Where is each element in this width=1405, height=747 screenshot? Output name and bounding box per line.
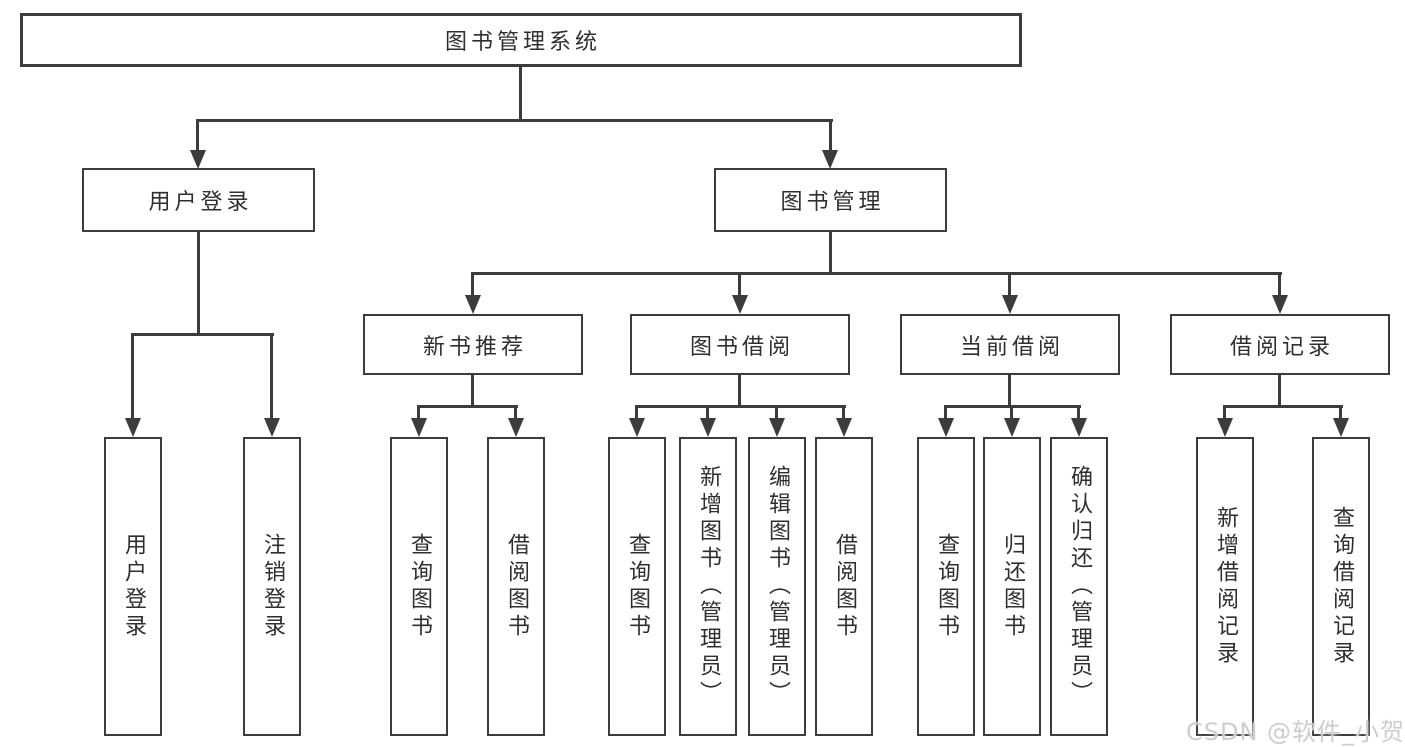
connector-line [738, 375, 741, 408]
connector-line [519, 67, 522, 119]
connector-line [1223, 405, 1226, 418]
connector-line [1008, 272, 1011, 295]
leaf-logout: 注销登录 [243, 437, 301, 736]
leaf-label: 归还图书 [1000, 532, 1025, 641]
connector-line [196, 119, 199, 150]
connector-line [1339, 405, 1342, 418]
leaf-label: 新增借阅记录 [1213, 505, 1238, 668]
leaf-query-books-recommend: 查询图书 [390, 437, 448, 736]
leaf-label: 查询图书 [934, 532, 959, 641]
leaf-label: 借阅图书 [832, 532, 857, 641]
arrow-down-icon [732, 295, 748, 314]
connector-line [131, 333, 134, 418]
node-current-borrowing: 当前借阅 [900, 314, 1120, 375]
connector-line [944, 405, 947, 418]
leaf-label: 查询借阅记录 [1329, 505, 1354, 668]
arrow-down-icon [411, 418, 427, 437]
connector-line [196, 119, 833, 122]
leaf-add-borrow-record: 新增借阅记录 [1196, 437, 1254, 736]
node-library-management-system: 图书管理系统 [20, 13, 1022, 67]
arrow-down-icon [700, 418, 716, 437]
leaf-query-borrow-record: 查询借阅记录 [1312, 437, 1370, 736]
arrow-down-icon [629, 418, 645, 437]
connector-line [829, 232, 832, 275]
node-borrowing-records: 借阅记录 [1170, 314, 1390, 375]
arrow-down-icon [836, 418, 852, 437]
node-book-management: 图书管理 [714, 168, 947, 232]
connector-line [635, 405, 638, 418]
leaf-return-books: 归还图书 [983, 437, 1041, 736]
connector-line [471, 272, 474, 295]
arrow-down-icon [1004, 418, 1020, 437]
arrow-down-icon [1217, 418, 1233, 437]
connector-line [197, 232, 200, 334]
leaf-label: 借阅图书 [504, 532, 529, 641]
leaf-user-login: 用户登录 [104, 437, 162, 736]
arrow-down-icon [938, 418, 954, 437]
arrow-down-icon [508, 418, 524, 437]
connector-line [1278, 272, 1281, 295]
leaf-query-books-current: 查询图书 [917, 437, 975, 736]
arrow-down-icon [769, 418, 785, 437]
arrow-down-icon [1071, 418, 1087, 437]
connector-line [635, 405, 846, 408]
connector-line [417, 405, 518, 408]
connector-line [829, 119, 832, 150]
arrow-down-icon [1272, 295, 1288, 314]
leaf-query-books-borrowing: 查询图书 [608, 437, 666, 736]
arrow-down-icon [465, 295, 481, 314]
connector-line [1278, 375, 1281, 408]
leaf-borrow-books: 借阅图书 [815, 437, 873, 736]
arrow-down-icon [125, 418, 141, 437]
connector-line [471, 375, 474, 408]
node-book-borrowing: 图书借阅 [630, 314, 850, 375]
connector-line [775, 405, 778, 418]
leaf-label: 用户登录 [121, 532, 146, 641]
arrow-down-icon [822, 150, 838, 169]
arrow-down-icon [1002, 295, 1018, 314]
leaf-label: 查询图书 [407, 532, 432, 641]
connector-line [706, 405, 709, 418]
connector-line [514, 405, 517, 418]
arrow-down-icon [1333, 418, 1349, 437]
connector-line [471, 272, 1282, 275]
connector-line [1223, 405, 1343, 408]
connector-line [1008, 375, 1011, 408]
connector-line [1077, 405, 1080, 418]
connector-line [131, 333, 274, 336]
leaf-label: 注销登录 [260, 532, 285, 641]
node-user-login: 用户登录 [82, 168, 315, 232]
leaf-edit-book-admin: 编辑图书（管理员） [748, 437, 806, 736]
node-new-book-recommendation: 新书推荐 [363, 314, 583, 375]
leaf-borrow-books-recommend: 借阅图书 [487, 437, 545, 736]
connector-line [417, 405, 420, 418]
leaf-add-book-admin: 新增图书（管理员） [679, 437, 737, 736]
csdn-watermark: CSDN @软件_小贺同学 [1186, 718, 1405, 746]
leaf-label: 编辑图书（管理员） [765, 465, 790, 708]
arrow-down-icon [264, 418, 280, 437]
connector-line [270, 333, 273, 418]
connector-line [842, 405, 845, 418]
connector-line [738, 272, 741, 295]
leaf-label: 确认归还（管理员） [1067, 465, 1092, 708]
leaf-label: 新增图书（管理员） [696, 465, 721, 708]
arrow-down-icon [190, 150, 206, 169]
leaf-confirm-return-admin: 确认归还（管理员） [1050, 437, 1108, 736]
leaf-label: 查询图书 [625, 532, 650, 641]
connector-line [1010, 405, 1013, 418]
